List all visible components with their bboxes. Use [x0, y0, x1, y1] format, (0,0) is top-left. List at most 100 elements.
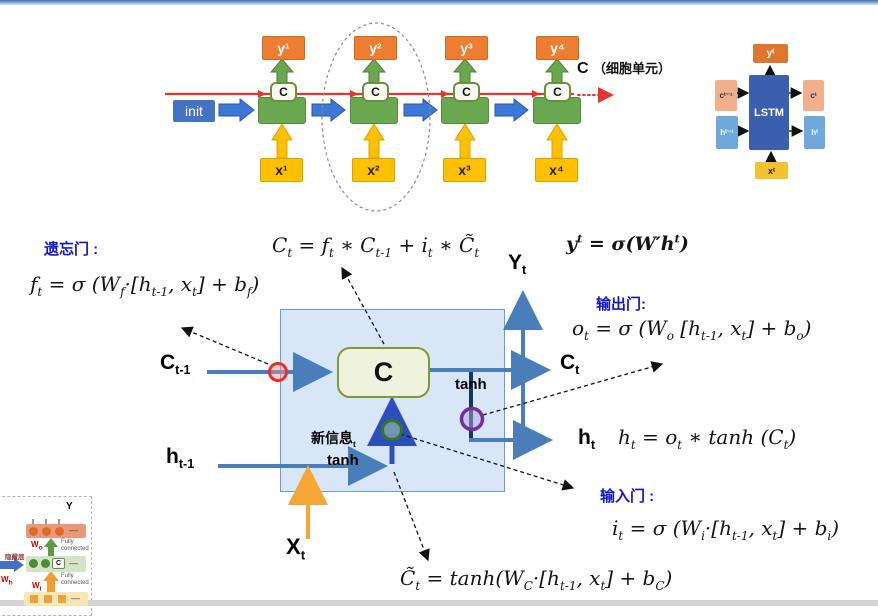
- c-out-label: Ct: [560, 351, 580, 378]
- input-annotation-arrow: [399, 433, 575, 491]
- seq-y-box-1: y¹: [262, 36, 305, 60]
- thumb-dash: —: [71, 593, 80, 603]
- thumb-input-square: [44, 595, 52, 603]
- hidden-formula: ht = ot ∗ tanh (Ct): [618, 425, 797, 452]
- thumb-wo-label: Wo: [31, 540, 43, 552]
- thumb-neuron: [55, 527, 64, 536]
- mini-x-label: xᵗ: [768, 165, 775, 176]
- red-arrowhead: [258, 90, 266, 98]
- forget-gate-title: 遗忘门 :: [44, 241, 99, 258]
- thumb-input-bar: [24, 592, 88, 606]
- mini-cnext-box: cᵗ: [803, 80, 824, 111]
- thumb-blue-right-arrow: [0, 558, 24, 572]
- red-arrowhead: [441, 90, 449, 98]
- seq-y-box-4: y⁴: [536, 36, 579, 60]
- seq-y-box-2: y²: [354, 36, 397, 60]
- output-gate-title: 输出门:: [596, 296, 646, 313]
- cell-state-formula: Ct = ft ∗ Ct-1 + it ∗ C̃t: [272, 233, 480, 260]
- thumb-green-up-arrow: [44, 538, 58, 557]
- output-gate-circle: [459, 406, 485, 432]
- thumb-fully-connected-1: Fully connected: [61, 539, 89, 552]
- thumb-cell-label: C: [55, 560, 62, 567]
- blue-right-arrow: [403, 97, 438, 123]
- seq-x-label: x³: [458, 162, 471, 178]
- thumb-dash: —: [69, 525, 78, 535]
- cellstate-annotation-arrow: [341, 266, 385, 345]
- seq-y-box-3: y³: [445, 36, 488, 60]
- seq-cell-box-4: C: [544, 82, 571, 102]
- mini-cprev-label: cᵗ⁻¹: [719, 91, 733, 100]
- yellow-up-arrow: [546, 123, 568, 159]
- mini-cprev-box: cᵗ⁻¹: [715, 80, 737, 111]
- seq-x-box-2: x²: [352, 158, 395, 182]
- output-formula: ot = σ (Wo [ht-1, xt] + bo): [572, 316, 812, 343]
- thumb-wi-label: Wi: [32, 581, 42, 593]
- seq-cell-box-3: C: [453, 82, 480, 102]
- mini-hprev-label: hᵗ⁻¹: [720, 128, 734, 137]
- mini-hnext-box: hᵗ: [804, 116, 825, 149]
- blue-right-arrow: [218, 97, 255, 123]
- mini-lstm-label: LSTM: [754, 106, 784, 119]
- seq-x-box-4: x⁴: [535, 158, 578, 182]
- mini-y-box: yᵗ: [753, 44, 788, 63]
- h-prev-label: ht-1: [166, 445, 195, 472]
- seq-cell-label: C: [279, 85, 288, 99]
- seq-x-box-1: x¹: [260, 158, 303, 182]
- tanh-gate-label: tanh: [455, 376, 487, 393]
- output-annotation-arrow: [482, 361, 664, 416]
- yellow-up-arrow: [454, 123, 476, 159]
- seq-x-label: x⁴: [549, 162, 564, 178]
- seq-cell-label: C: [553, 85, 562, 99]
- seq-x-label: x¹: [275, 162, 288, 178]
- seq-y-label: y²: [369, 40, 382, 56]
- seq-cell-label: C: [371, 85, 380, 99]
- mini-cnext-label: cᵗ: [810, 91, 817, 100]
- focus-ellipse: [321, 22, 431, 212]
- thumb-hidden-layer-label: 隐藏层: [5, 554, 25, 561]
- blue-right-arrow: [311, 97, 346, 123]
- forget-annotation-arrow: [180, 326, 269, 365]
- mini-y-label: yᵗ: [766, 48, 775, 59]
- c-prev-label: Ct-1: [160, 351, 191, 378]
- cell-state-box: C: [337, 347, 430, 398]
- output-y-formula: yt = σ(W′ht): [566, 231, 689, 255]
- tanh-inner-label: tanh: [327, 452, 359, 469]
- seq-x-label: x²: [367, 162, 380, 178]
- thumb-orange-up-arrow: [43, 571, 59, 592]
- thumb-neuron: [29, 559, 38, 568]
- slide-top-border: [0, 0, 878, 5]
- thumb-neuron: [41, 559, 50, 568]
- cell-unit-note-text: （细胞单元）: [593, 61, 672, 76]
- init-box: init: [173, 100, 215, 122]
- yellow-up-arrow: [363, 123, 385, 159]
- init-label: init: [185, 103, 203, 119]
- forget-gate-circle: [268, 362, 288, 382]
- input-gate-title: 输入门 :: [600, 488, 655, 505]
- thumb-wh-label: Wh: [1, 575, 13, 587]
- seq-cell-label: C: [462, 85, 471, 99]
- thumb-dash: —: [69, 558, 78, 568]
- thumb-fully-connected-2: Fully connected: [61, 573, 89, 586]
- x-in-label: Xt: [286, 534, 306, 563]
- cell-unit-note: C （细胞单元）: [577, 58, 671, 78]
- seq-cell-box-2: C: [362, 82, 389, 102]
- input-formula: it = σ (Wi·[ht-1, xt] + bi): [612, 516, 840, 543]
- thumb-cell-box: C: [52, 558, 65, 569]
- red-arrowhead: [532, 90, 540, 98]
- seq-y-label: y⁴: [550, 40, 565, 56]
- mini-x-box: xᵗ: [755, 162, 788, 179]
- thumb-input-square: [30, 595, 38, 603]
- seq-x-box-3: x³: [443, 158, 486, 182]
- candidate-annotation-arrow: [393, 471, 430, 562]
- thumb-input-square: [58, 595, 66, 603]
- cell-unit-note-c: C: [577, 60, 589, 77]
- mini-hnext-label: hᵗ: [811, 128, 818, 137]
- seq-y-label: y¹: [277, 40, 290, 56]
- candidate-formula: C̃t = tanh(WC·[ht-1, xt] + bC): [400, 566, 673, 593]
- y-out-label: Yt: [508, 251, 527, 278]
- mini-hprev-box: hᵗ⁻¹: [716, 116, 738, 149]
- mini-lstm-box: LSTM: [749, 75, 789, 150]
- yellow-up-arrow: [271, 123, 293, 159]
- slide-bottom-border: [0, 600, 878, 606]
